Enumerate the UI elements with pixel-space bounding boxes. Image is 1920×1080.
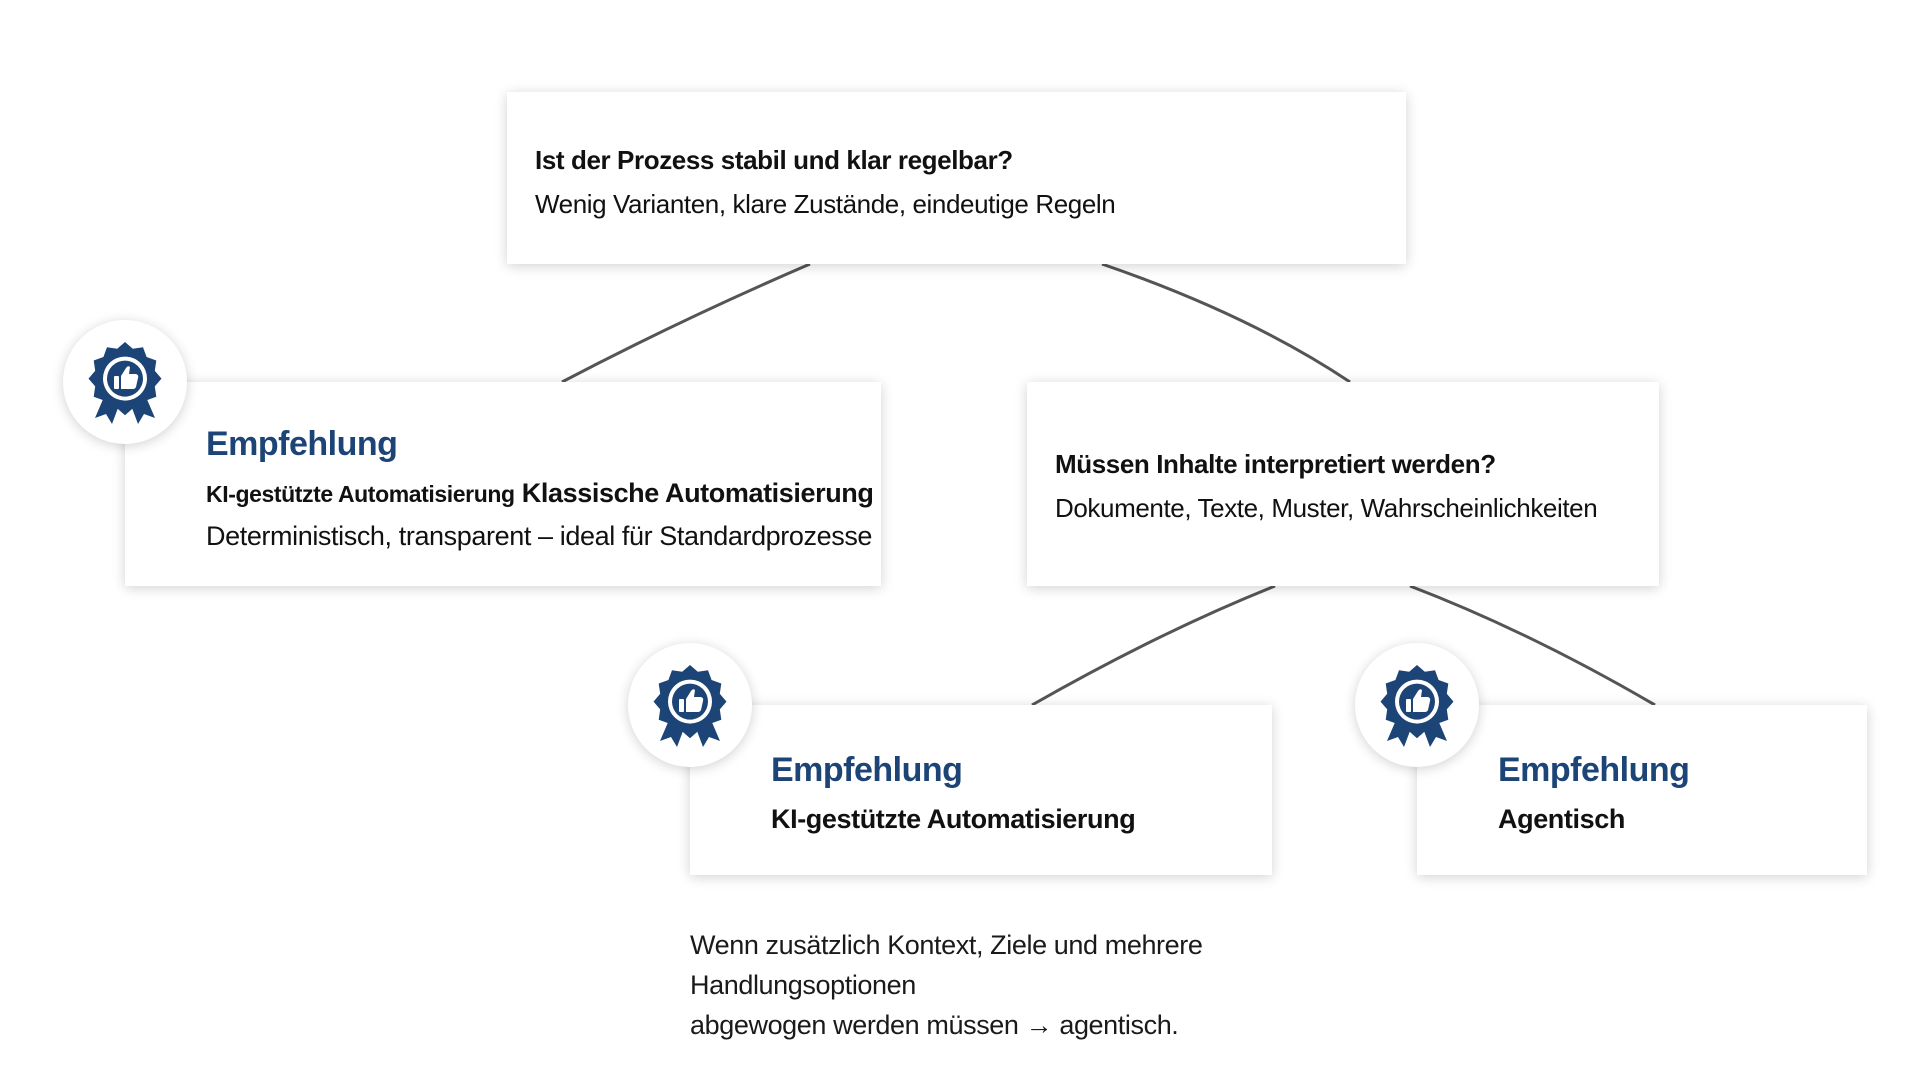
recommendation-label: Agentisch [1498, 804, 1625, 834]
award-badge [1355, 643, 1479, 767]
root-question-subtitle: Wenig Varianten, klare Zustände, eindeut… [535, 189, 1116, 219]
recommendation-description: Deterministisch, transparent – ideal für… [206, 521, 873, 551]
connector-question2-to-rec2 [1031, 584, 1276, 707]
second-question-card: Müssen Inhalte interpretiert werden? Dok… [1027, 382, 1659, 586]
recommendation-card-classic: Empfehlung KI-gestützte Automatisierung … [125, 382, 881, 586]
connector-root-to-question2 [1101, 262, 1351, 384]
second-question-title: Müssen Inhalte interpretiert werden? [1055, 449, 1496, 479]
award-thumbs-up-icon [88, 342, 162, 424]
recommendation-card-ai: Empfehlung KI-gestützte Automatisierung [690, 705, 1272, 875]
recommendation-card-agentic: Empfehlung Agentisch [1417, 705, 1867, 875]
note-line: abgewogen werden müssen → agentisch. [690, 1010, 1179, 1040]
recommendation-heading: Empfehlung [1498, 751, 1690, 789]
award-badge [628, 643, 752, 767]
root-question-card: Ist der Prozess stabil und klar regelbar… [507, 92, 1406, 264]
recommendation-heading: Empfehlung [206, 425, 398, 463]
note-line: Wenn zusätzlich Kontext, Ziele und mehre… [690, 930, 1203, 1000]
award-badge [63, 320, 187, 444]
recommendation-label: KI-gestützte Automatisierung [771, 804, 1136, 834]
recommendation-label-text: Klassische Automatisierung [521, 478, 874, 508]
award-thumbs-up-icon [653, 665, 727, 747]
connector-root-to-rec1 [561, 262, 811, 384]
second-question-subtitle: Dokumente, Texte, Muster, Wahrscheinlich… [1055, 493, 1598, 523]
recommendation-prefix: KI-gestützte Automatisierung [206, 481, 515, 507]
award-thumbs-up-icon [1380, 665, 1454, 747]
agentic-note: Wenn zusätzlich Kontext, Ziele und mehre… [690, 925, 1430, 1045]
recommendation-heading: Empfehlung [771, 751, 963, 789]
root-question-title: Ist der Prozess stabil und klar regelbar… [535, 145, 1013, 175]
connector-question2-to-rec3 [1409, 584, 1656, 707]
recommendation-label: KI-gestützte Automatisierung Klassische … [206, 476, 881, 511]
